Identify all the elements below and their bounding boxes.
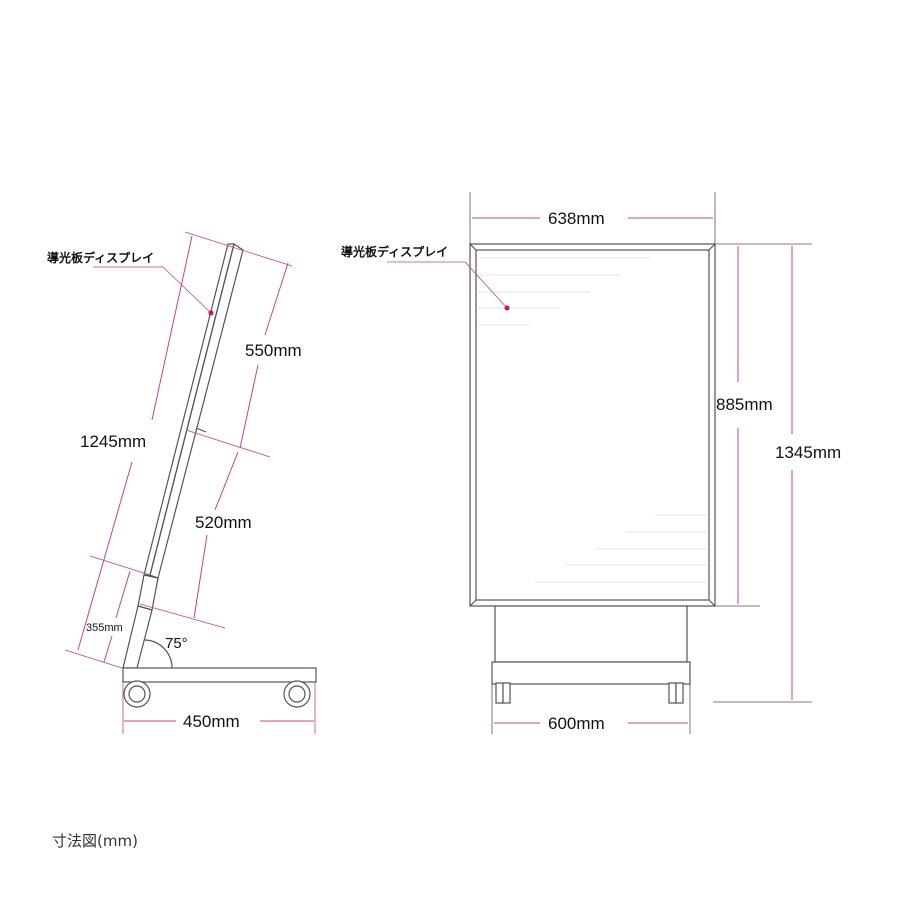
caster-icon (495, 682, 504, 704)
wheel-hub-icon (128, 685, 146, 703)
front-stand (494, 605, 688, 663)
wheel-icon (283, 680, 311, 708)
dim-638-label: 638mm (548, 209, 605, 228)
dim-line-1245 (77, 461, 133, 651)
angle-label: 75° (165, 635, 188, 652)
front-panel-display (475, 249, 710, 601)
drawing-caption: 寸法図(mm) (52, 832, 138, 850)
front-panel-frame (469, 243, 716, 607)
side-post-upper (137, 574, 159, 611)
dim-885-label: 885mm (716, 395, 773, 414)
dim-450-label: 450mm (183, 712, 240, 731)
dim-line-355 (115, 570, 131, 619)
dim-355-label: 355mm (86, 622, 123, 634)
dim-600-label: 600mm (548, 714, 605, 733)
ext-line (184, 231, 293, 267)
caster-icon (502, 682, 511, 704)
dim-520-label: 520mm (195, 513, 252, 532)
ext-line (89, 555, 151, 576)
dim-line-520 (214, 451, 239, 511)
ext-line (185, 429, 271, 458)
bevel (708, 243, 716, 251)
dim-1245-label: 1245mm (80, 432, 146, 451)
angle-arc (144, 639, 173, 669)
caster-icon (675, 682, 684, 704)
dim-line-550 (264, 262, 289, 336)
dim-line-355 (103, 635, 113, 663)
dim-550-label: 550mm (245, 341, 302, 360)
wheel-icon (123, 680, 151, 708)
callout-leader (162, 266, 212, 314)
side-panel-joint (195, 427, 207, 433)
dim-line-520 (193, 534, 208, 619)
dim-line-1245 (151, 235, 193, 421)
front-base (491, 661, 691, 685)
bevel (708, 599, 716, 607)
caster-icon (668, 682, 677, 704)
side-view: 75° 1245mm 550mm 520mm 355mm 450mm 導光板ディ… (47, 231, 317, 734)
side-base-bar (122, 667, 317, 683)
callout-dot-icon (208, 310, 214, 316)
callout-leader (464, 261, 508, 309)
wheel-hub-icon (288, 685, 306, 703)
dim-1345-label: 1345mm (775, 443, 841, 462)
front-view: 638mm 885mm 1345mm 600mm 導光板ディスプレイ (341, 192, 841, 734)
dim-line-550 (239, 364, 259, 449)
bevel (469, 599, 477, 607)
side-post (122, 605, 153, 669)
callout-dot-icon (504, 305, 510, 311)
front-callout-label: 導光板ディスプレイ (341, 244, 448, 259)
ext-line (139, 603, 226, 629)
bevel (469, 243, 477, 251)
ext-line (64, 649, 123, 669)
side-callout-label: 導光板ディスプレイ (47, 250, 154, 265)
